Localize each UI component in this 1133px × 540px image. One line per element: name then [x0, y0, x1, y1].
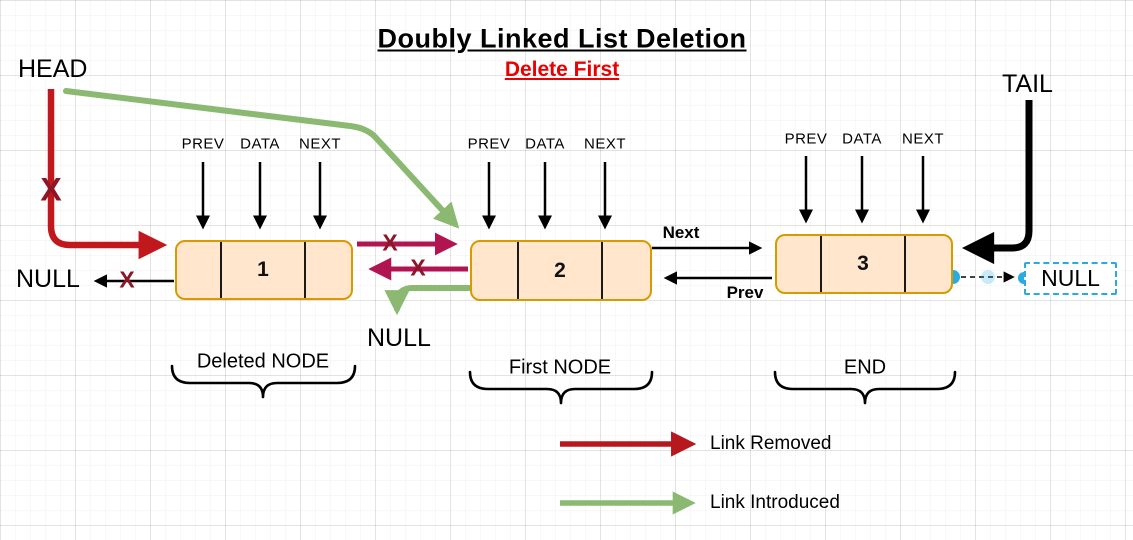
- x-mark-head-link: X: [40, 171, 62, 208]
- x-mark-next-link: X: [382, 229, 398, 256]
- node-2-value: 2: [554, 258, 566, 282]
- null-middle-label: NULL: [367, 324, 431, 352]
- node-3-prev-cell: [777, 236, 820, 292]
- field-label-data: DATA: [842, 130, 882, 148]
- node2-prev-to-null-introduced-arrow: [384, 285, 473, 316]
- null-left-label: NULL: [16, 265, 80, 293]
- connector-waypoint-handle[interactable]: [981, 270, 995, 284]
- head-to-node1-removed-arrow: [47, 89, 168, 260]
- null-right-selected-box[interactable]: NULL: [1024, 262, 1117, 295]
- node-1-prev-cell: [177, 242, 220, 298]
- field-label-next: NEXT: [298, 135, 342, 153]
- node-1[interactable]: 1: [175, 240, 353, 300]
- tail-to-node3-arrow: [961, 100, 1033, 265]
- first-node-brace-label: First NODE: [508, 356, 612, 379]
- field-label-data: DATA: [240, 135, 280, 153]
- next-edge-label: Next: [662, 223, 700, 242]
- node-1-data-cell: 1: [220, 242, 306, 298]
- field-label-prev: PREV: [181, 135, 225, 153]
- prev-edge-label: Prev: [726, 283, 764, 302]
- head-label: HEAD: [18, 55, 88, 83]
- field-label-prev: PREV: [467, 135, 511, 153]
- node-1-next-cell: [306, 242, 351, 298]
- page-title: Doubly Linked List Deletion: [377, 23, 747, 54]
- node-1-value: 1: [257, 258, 269, 281]
- node-2-data-cell: 2: [517, 242, 603, 299]
- field-label-next: NEXT: [583, 135, 627, 153]
- field-label-prev: PREV: [784, 130, 828, 148]
- x-mark-prev-link: X: [410, 254, 426, 281]
- deleted-node-brace-label: Deleted NODE: [196, 350, 330, 373]
- node-2-next-cell: [603, 242, 650, 299]
- node-2[interactable]: 2: [470, 240, 652, 301]
- node-3-next-cell: [906, 236, 951, 292]
- page-subtitle: Delete First: [504, 58, 620, 81]
- null-right-label: NULL: [1041, 265, 1100, 291]
- x-mark-prev-null-link: X: [119, 266, 135, 293]
- field-label-data: DATA: [525, 135, 565, 153]
- node-3-data-cell: 3: [820, 236, 906, 292]
- legend-link-removed-label: Link Removed: [710, 433, 832, 454]
- field-label-next: NEXT: [901, 130, 945, 148]
- head-to-node2-introduced-arrow: [63, 88, 460, 229]
- legend-link-introduced-label: Link Introduced: [710, 492, 840, 513]
- node-3-value: 3: [857, 252, 869, 275]
- node-2-prev-cell: [472, 242, 517, 299]
- end-brace-label: END: [843, 356, 887, 379]
- node-3[interactable]: 3: [775, 234, 953, 294]
- tail-label: TAIL: [1002, 70, 1053, 98]
